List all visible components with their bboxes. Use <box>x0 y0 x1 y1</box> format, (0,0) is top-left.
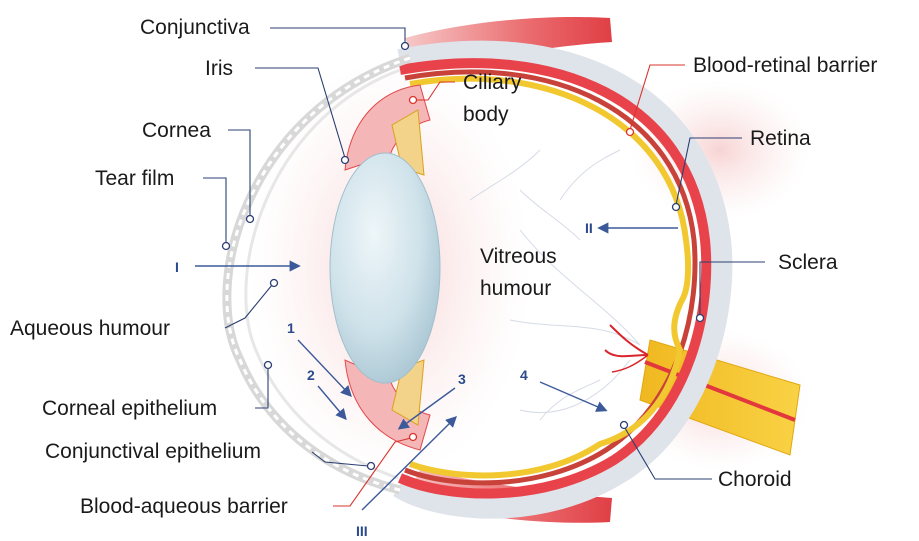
label-retina: Retina <box>750 127 811 150</box>
leader-dot-ciliary-body <box>410 97 417 104</box>
leader-dot-choroid <box>621 422 628 429</box>
route-4-label: 4 <box>520 367 528 383</box>
leader-dot-conjunctiva <box>402 43 409 50</box>
route-III-label: III <box>356 523 368 539</box>
leader-tear-film <box>203 178 226 243</box>
leader-dot-tear-film <box>223 243 230 250</box>
leader-dot-blood-aqueous-barrier <box>410 434 417 441</box>
lens <box>330 153 440 383</box>
leader-dot-retina <box>673 204 680 211</box>
label-vitreous-humour-line2: humour <box>480 277 551 300</box>
leader-conjunctiva <box>270 28 405 44</box>
leader-dot-blood-retinal-barrier <box>627 129 634 136</box>
label-corneal-epithelium: Corneal epithelium <box>42 397 217 420</box>
label-blood-retinal-barrier: Blood-retinal barrier <box>693 54 877 77</box>
label-vitreous-humour-line1: Vitreous <box>480 245 557 268</box>
route-1-label: 1 <box>287 320 295 336</box>
label-ciliary-body-line1: Ciliary <box>463 71 522 94</box>
label-choroid: Choroid <box>718 468 792 491</box>
label-conjunctival-epithelium: Conjunctival epithelium <box>45 440 261 463</box>
label-aqueous-humour: Aqueous humour <box>10 317 170 340</box>
route-I-label: I <box>175 259 179 275</box>
leader-dot-cornea <box>247 216 254 223</box>
label-iris: Iris <box>205 57 233 80</box>
label-ciliary-body-line2: body <box>463 103 509 126</box>
label-sclera: Sclera <box>778 251 838 274</box>
leader-dot-conjunctival-epithelium <box>368 463 375 470</box>
leader-dot-corneal-epithelium <box>265 362 272 369</box>
leader-dot-sclera <box>697 315 704 322</box>
leader-dot-iris <box>342 157 349 164</box>
arrow-route-4 <box>540 382 605 410</box>
label-tear-film: Tear film <box>95 167 174 190</box>
label-cornea: Cornea <box>142 119 211 142</box>
leader-dot-aqueous-humour <box>271 280 278 287</box>
label-conjunctiva: Conjunctiva <box>140 16 250 39</box>
route-3-label: 3 <box>458 371 466 387</box>
route-2-label: 2 <box>307 367 315 383</box>
route-II-label: II <box>585 220 593 236</box>
label-blood-aqueous-barrier: Blood-aqueous barrier <box>80 495 288 518</box>
